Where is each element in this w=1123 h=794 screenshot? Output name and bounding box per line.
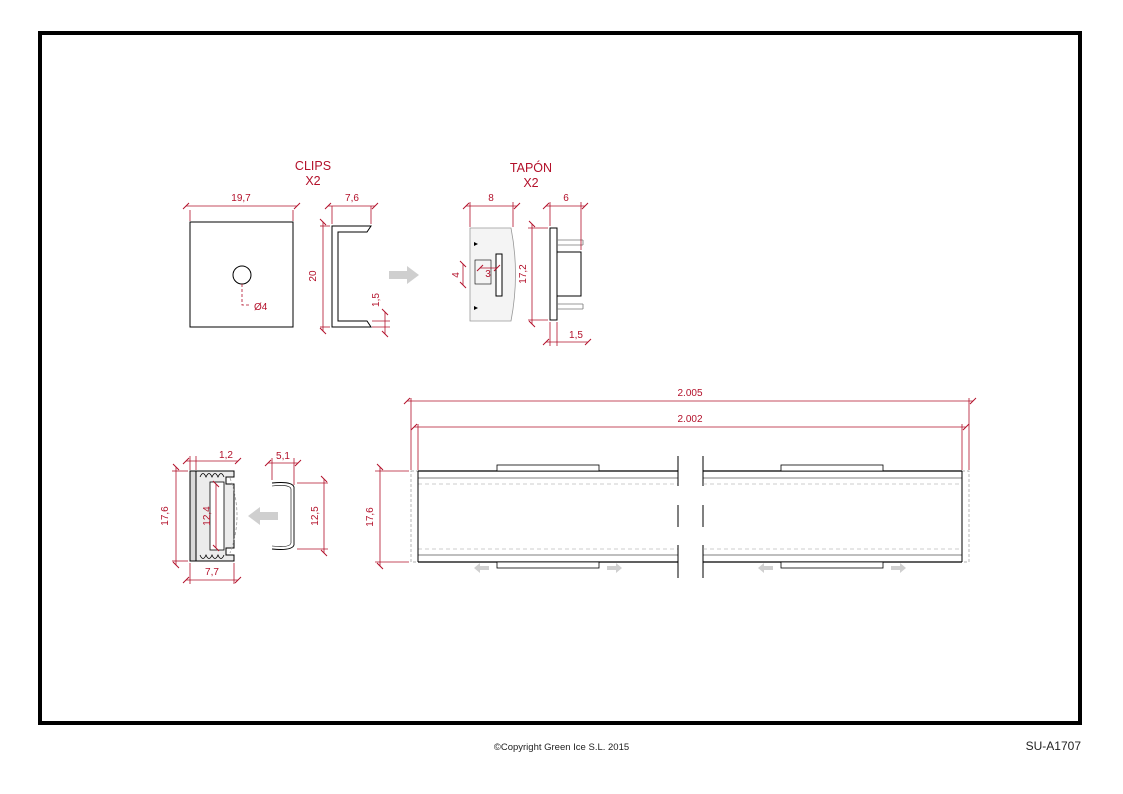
clip-lip-label: 1,5 — [371, 293, 382, 307]
profile-wall-label: 1,2 — [219, 450, 233, 461]
cap-height-label: 17,2 — [518, 264, 529, 284]
side-height-label: 17,6 — [365, 507, 376, 527]
tapon-section: TAPÓN X2 8 4 3 — [451, 160, 592, 346]
profile-section-view: 17,6 12,4 1,2 7,7 — [160, 450, 278, 584]
clip-side-view: 7,6 20 1,5 — [308, 193, 390, 338]
clip-hole-label: Ø4 — [254, 302, 268, 313]
clips-section: CLIPS X2 Ø4 19,7 7,6 20 — [182, 159, 419, 338]
cap-pin-label: 6 — [563, 193, 569, 204]
cap-slot-depth-label: 3 — [485, 269, 491, 280]
clips-qty: X2 — [305, 174, 320, 188]
tapon-qty: X2 — [523, 176, 538, 190]
clip-depth-label: 7,6 — [345, 193, 359, 204]
tapon-title: TAPÓN — [510, 160, 552, 175]
longitudinal-view: 17,6 2.005 2.002 — [365, 388, 977, 578]
profile-inner-label: 12,4 — [202, 506, 213, 526]
clip-front-view: Ø4 19,7 — [182, 193, 301, 328]
profile-right-segment — [703, 464, 963, 569]
total-length-label: 2.005 — [677, 388, 702, 399]
break-marks — [677, 456, 704, 578]
profile-left-segment — [417, 464, 678, 569]
diffuser-height-label: 12,5 — [310, 506, 321, 526]
profile-height-label: 17,6 — [160, 506, 171, 526]
cap-front-view: 8 4 3 — [451, 193, 521, 322]
clip-slide-arrows — [474, 563, 906, 573]
clip-width-label: 19,7 — [231, 193, 251, 204]
assembly-arrow-left — [248, 507, 278, 525]
diffuser-section-view: 5,1 12,5 — [264, 451, 328, 557]
clip-height-label: 20 — [308, 270, 319, 282]
cap-side-view: 6 17,2 1,5 — [518, 193, 592, 346]
clip-hole — [232, 265, 252, 285]
assembly-arrow-right — [389, 266, 419, 284]
cap-plate-label: 1,5 — [569, 330, 583, 341]
cap-depth-label: 8 — [488, 193, 494, 204]
profile-length-label: 2.002 — [677, 414, 702, 425]
drawing-code: SU-A1707 — [1025, 739, 1081, 753]
clips-title: CLIPS — [295, 159, 331, 173]
diffuser-depth-label: 5,1 — [276, 451, 290, 462]
copyright-text: ©Copyright Green Ice S.L. 2015 — [493, 742, 630, 753]
profile-width-label: 7,7 — [205, 567, 219, 578]
cap-slot-width-label: 4 — [451, 272, 462, 278]
drawing-frame — [38, 31, 1082, 725]
